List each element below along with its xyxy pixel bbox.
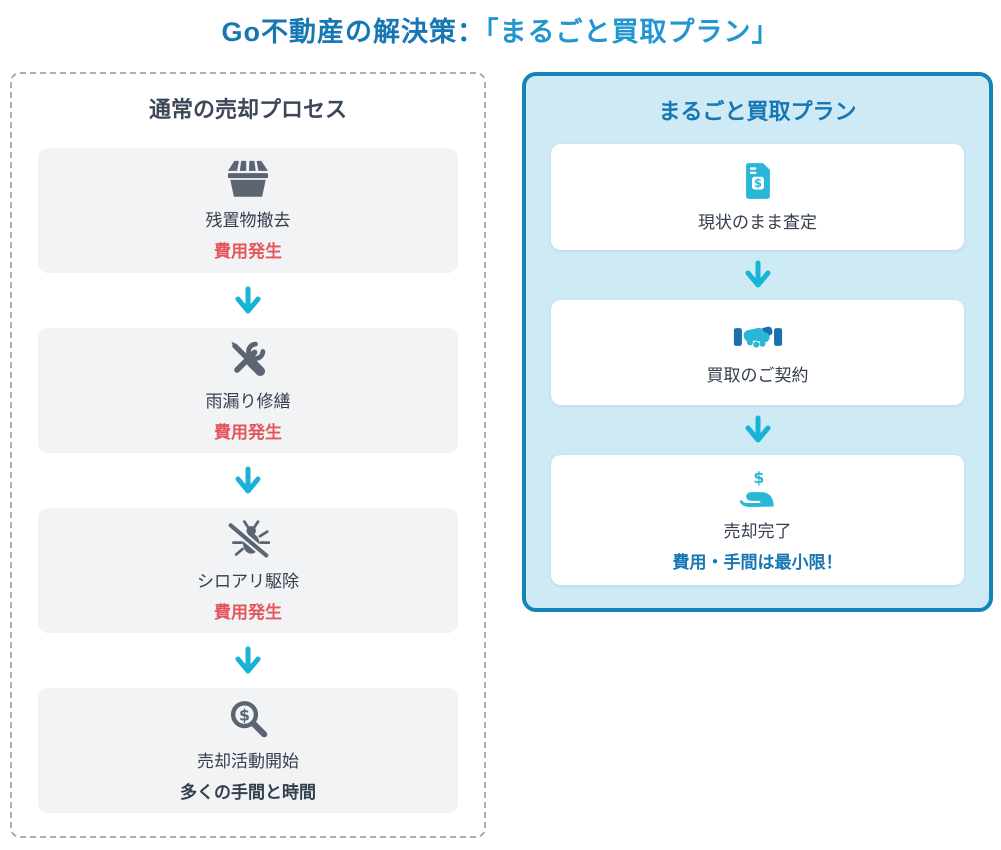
step-label: 売却活動開始: [197, 752, 299, 771]
step-label: シロアリ駆除: [197, 572, 299, 591]
process-arrow-row: [38, 633, 458, 688]
svg-text:$: $: [239, 705, 250, 724]
arrow-down-icon: [234, 286, 262, 316]
step-label: 現状のまま査定: [698, 213, 817, 232]
step-cost-note: 費用発生: [214, 242, 282, 261]
magnifier-dollar-icon: $: [227, 698, 269, 740]
invoice-dollar-icon: $: [741, 161, 775, 201]
step-label: 残置物撤去: [205, 211, 291, 230]
arrow-down-icon: [234, 646, 262, 676]
step-label: 買取のご契約: [706, 365, 809, 385]
hand-dollar-icon: $: [737, 468, 779, 510]
step-card-assessment: $ 現状のまま査定: [551, 144, 964, 250]
step-benefit-note: 費用・手間は最小限！: [672, 552, 843, 572]
step-card-leak-repair: 雨漏り修繕 費用発生: [38, 328, 458, 453]
step-label: 雨漏り修繕: [205, 392, 291, 411]
normal-process-panel: 通常の売却プロセス 残置物撤去 費用発生: [10, 72, 486, 838]
process-arrow-row: [551, 250, 964, 300]
step-card-sales-start: $ 売却活動開始 多くの手間と時間: [38, 688, 458, 813]
normal-process-heading: 通常の売却プロセス: [148, 97, 347, 122]
step-card-remnant-removal: 残置物撤去 費用発生: [38, 148, 458, 273]
handshake-icon: [733, 320, 783, 354]
process-arrow-row: [551, 405, 964, 455]
page-title-prefix: Go不動産の解決策：: [221, 17, 485, 47]
step-card-contract: 買取のご契約: [551, 300, 964, 405]
process-arrow-row: [38, 273, 458, 328]
svg-text:$: $: [754, 176, 762, 190]
step-cost-note: 費用発生: [214, 603, 282, 622]
screwdriver-wrench-icon: [227, 338, 269, 380]
arrow-down-icon: [744, 415, 772, 445]
buyout-plan-panel: まるごと買取プラン $ 現状のまま査定: [522, 72, 993, 612]
arrow-down-icon: [234, 466, 262, 496]
bug-slash-icon: [226, 518, 270, 560]
step-label: 売却完了: [723, 521, 792, 541]
process-arrow-row: [38, 453, 458, 508]
page-title-plan: 「まるごと買取プラン」: [485, 17, 780, 47]
step-card-sale-complete: $ 売却完了 費用・手間は最小限！: [551, 455, 964, 585]
step-effort-note: 多くの手間と時間: [180, 783, 316, 802]
dumpster-icon: [226, 159, 270, 199]
arrow-down-icon: [744, 260, 772, 290]
buyout-plan-heading: まるごと買取プラン: [658, 99, 857, 124]
step-card-termite: シロアリ駆除 費用発生: [38, 508, 458, 633]
svg-text:$: $: [753, 468, 764, 487]
page-title: Go不動産の解決策：「まるごと買取プラン」: [0, 10, 1001, 49]
step-cost-note: 費用発生: [214, 423, 282, 442]
